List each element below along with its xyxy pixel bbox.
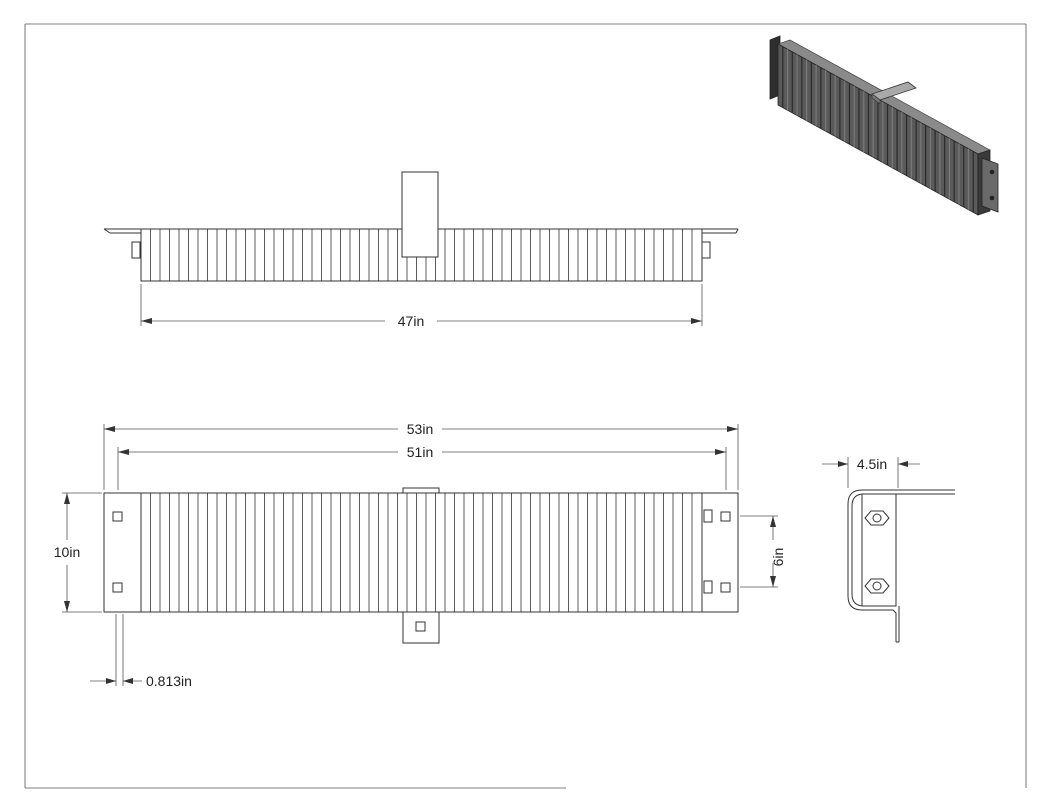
plate-hole: [720, 582, 731, 593]
dim-side-depth: 4.5in: [822, 456, 920, 488]
bolt-head: [703, 580, 713, 594]
side-view: 4.5in: [822, 456, 955, 643]
plate-hole: [112, 511, 123, 522]
iso-ribs: [782, 46, 974, 213]
dim-plate-thickness: 0.813in: [90, 614, 192, 689]
front-ribs: [150, 493, 693, 612]
dim-plate-thickness-label: 0.813in: [146, 673, 192, 689]
top-view: 47in: [103, 171, 739, 329]
front-plate-left: [103, 492, 142, 613]
top-bolt-left: [131, 241, 141, 259]
front-view: 53in 51in 10in: [54, 421, 786, 689]
dim-body-length-label: 51in: [407, 444, 433, 460]
dim-bolt-spacing: 6in: [740, 515, 786, 588]
dim-overall-length: 53in: [103, 421, 739, 490]
dim-body-length: 51in: [117, 444, 727, 490]
dim-height-label: 10in: [54, 544, 80, 560]
dim-side-depth-label: 4.5in: [857, 456, 887, 472]
isometric-view: [769, 35, 999, 216]
plate-hole: [720, 511, 731, 522]
dim-height: 10in: [54, 492, 102, 613]
dim-overall-length-label: 53in: [407, 421, 433, 437]
top-bolt-right: [701, 241, 711, 259]
plate-hole: [112, 582, 123, 593]
side-nut-bottom: [864, 578, 890, 594]
front-ribbed-body: [140, 492, 703, 613]
bottom-tab-hole: [415, 621, 426, 632]
dim-bolt-spacing-label: 6in: [770, 548, 786, 567]
dim-top-length-label: 47in: [398, 313, 424, 329]
side-nut-top: [864, 510, 890, 526]
dim-top-length: 47in: [140, 284, 703, 329]
top-center-bracket: [401, 171, 439, 258]
drawing-frame: [24, 23, 1027, 789]
bolt-head: [703, 509, 713, 523]
